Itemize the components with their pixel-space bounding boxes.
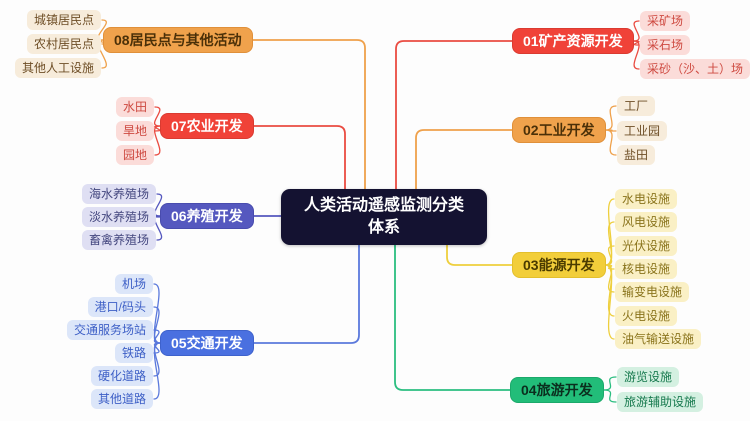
mindmap-leaf-node[interactable]: 交通服务场站 xyxy=(66,320,153,340)
mindmap-leaf-node[interactable]: 旱地 xyxy=(115,121,154,141)
central-topic-node[interactable]: 人类活动遥感监测分类体系 xyxy=(281,189,487,245)
mindmap-leaf-node[interactable]: 工业园 xyxy=(617,121,668,141)
mindmap-leaf-node[interactable]: 旅游辅助设施 xyxy=(617,392,704,412)
connector-line xyxy=(153,125,161,156)
connector-line xyxy=(604,105,617,131)
connector-line xyxy=(604,129,617,156)
connector-line xyxy=(394,244,511,391)
branch-node-04-tourism[interactable]: 04旅游开发 xyxy=(510,377,604,403)
branch-node-05-transport[interactable]: 05交通开发 xyxy=(160,330,254,356)
mindmap-leaf-node[interactable]: 核电设施 xyxy=(615,259,678,279)
mindmap-leaf-node[interactable]: 畜禽养殖场 xyxy=(81,230,156,250)
branch-node-01-mining[interactable]: 01矿产资源开发 xyxy=(512,28,634,54)
branch-node-06-aquaculture[interactable]: 06养殖开发 xyxy=(160,203,254,229)
mindmap-leaf-node[interactable]: 淡水养殖场 xyxy=(81,207,156,227)
mindmap-leaf-node[interactable]: 输变电设施 xyxy=(615,282,690,302)
mindmap-leaf-node[interactable]: 其他人工设施 xyxy=(14,58,101,78)
connector-line xyxy=(446,244,513,266)
mindmap-leaf-node[interactable]: 火电设施 xyxy=(615,306,678,326)
connector-line xyxy=(602,389,617,403)
mindmap-leaf-node[interactable]: 农村居民点 xyxy=(26,34,101,54)
connector-line xyxy=(251,39,366,190)
mindmap-leaf-node[interactable]: 采矿场 xyxy=(640,11,691,31)
mindmap-leaf-node[interactable]: 游览设施 xyxy=(617,367,680,387)
mindmap-leaf-node[interactable]: 工厂 xyxy=(617,96,656,116)
connector-line xyxy=(252,125,346,190)
mindmap-leaf-node[interactable]: 机场 xyxy=(114,274,153,294)
mindmap-leaf-node[interactable]: 采砂（沙、土）场 xyxy=(640,59,750,79)
mindmap-leaf-node[interactable]: 港口/码头 xyxy=(87,297,153,317)
mindmap-leaf-node[interactable]: 风电设施 xyxy=(615,212,678,232)
branch-node-07-agriculture[interactable]: 07农业开发 xyxy=(160,113,254,139)
connector-line xyxy=(415,129,513,190)
mindmap-leaf-node[interactable]: 采石场 xyxy=(640,35,691,55)
connector-line xyxy=(153,342,161,400)
mindmap-leaf-node[interactable]: 铁路 xyxy=(114,343,153,363)
connector-line xyxy=(602,376,617,391)
mindmap-leaf-node[interactable]: 海水养殖场 xyxy=(81,184,156,204)
mindmap-leaf-node[interactable]: 其他道路 xyxy=(90,389,153,409)
branch-node-08-settlement[interactable]: 08居民点与其他活动 xyxy=(103,27,253,53)
branch-node-02-industry[interactable]: 02工业开发 xyxy=(512,117,606,143)
mindmap-leaf-node[interactable]: 水电设施 xyxy=(615,189,678,209)
mindmap-leaf-node[interactable]: 水田 xyxy=(115,97,154,117)
connector-line xyxy=(632,20,640,42)
connector-line xyxy=(632,40,640,70)
mindmap-leaf-node[interactable]: 园地 xyxy=(115,145,154,165)
connector-line xyxy=(154,215,163,241)
branch-node-03-energy[interactable]: 03能源开发 xyxy=(512,252,606,278)
mindmap-leaf-node[interactable]: 硬化道路 xyxy=(90,366,153,386)
mindmap-leaf-node[interactable]: 盐田 xyxy=(617,145,656,165)
mindmap-leaf-node[interactable]: 油气输送设施 xyxy=(615,329,702,349)
connector-line xyxy=(604,264,615,340)
mindmap-leaf-node[interactable]: 城镇居民点 xyxy=(26,10,101,30)
connector-line xyxy=(252,244,360,344)
connector-line xyxy=(153,306,161,344)
connector-line xyxy=(604,221,615,266)
mindmap-leaf-node[interactable]: 光伏设施 xyxy=(615,236,678,256)
connector-line xyxy=(395,40,513,190)
